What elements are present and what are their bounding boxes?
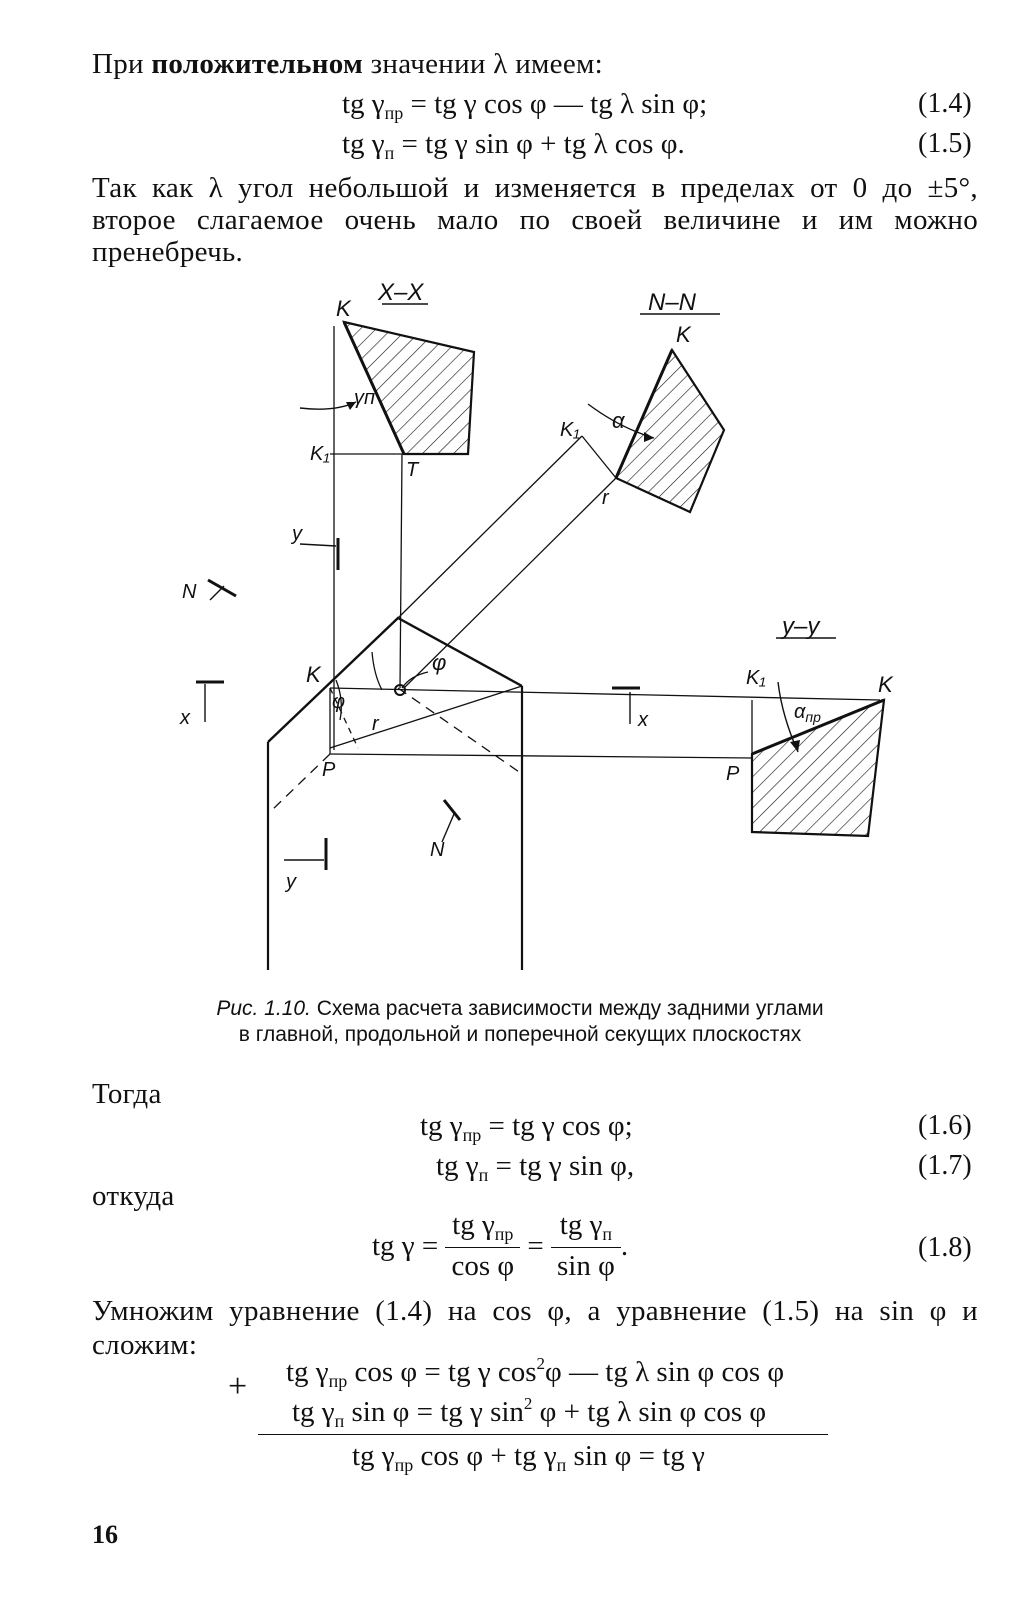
caption-line2: в главной, продольной и поперечной секущ…: [238, 1023, 802, 1046]
sum-l3-c: sin φ = tg γ: [566, 1440, 705, 1472]
label-t: T: [406, 459, 420, 481]
label-y-top: y: [290, 523, 303, 545]
fraction-1: tg γпр cos φ: [445, 1209, 521, 1283]
label-n-bottom: N: [430, 839, 445, 861]
label-xx: X–X: [377, 280, 424, 306]
equation-1-8: tg γ = tg γпр cos φ = tg γп sin φ .: [372, 1206, 628, 1286]
label-k1-nn: K₁: [560, 419, 580, 441]
section-nn: [614, 347, 726, 514]
eq14-sub: пр: [384, 103, 404, 123]
label-p-tool: P: [322, 759, 336, 781]
eq17-sub: п: [478, 1165, 489, 1185]
label-x-mid: x: [637, 709, 649, 731]
label-gamma-n: γп: [354, 387, 375, 409]
sum-l1-sub: пр: [328, 1371, 348, 1391]
sum-line-2: tg γп sin φ = tg γ sin2 φ + tg λ sin φ c…: [292, 1394, 766, 1432]
intro-bold: положительном: [151, 48, 364, 80]
plus-sign: +: [228, 1368, 248, 1405]
sum-l2-c: φ + tg λ sin φ cos φ: [532, 1396, 767, 1428]
equation-number-1-8: (1.8): [918, 1232, 972, 1263]
equation-1-6: tg γпр = tg γ cos φ;: [420, 1110, 633, 1146]
sum-l2-b: sin φ = tg γ sin: [344, 1396, 524, 1428]
label-r-nn: r: [602, 487, 610, 509]
label-k-xx: K: [336, 296, 352, 321]
page-number: 16: [92, 1520, 118, 1549]
eq16-b: = tg γ cos φ;: [481, 1110, 633, 1142]
label-k-yy: K: [878, 672, 894, 697]
eq18-f1-den: cos φ: [451, 1250, 515, 1282]
eq14-b: = tg γ cos φ — tg λ sin φ;: [403, 88, 708, 120]
sum-l3-b: cos φ + tg γ: [413, 1440, 557, 1472]
sum-rule: [258, 1434, 828, 1435]
label-x-left: x: [179, 707, 191, 729]
eq14-a: tg γ: [342, 88, 385, 120]
eq18-f2-num: tg γ: [559, 1209, 603, 1241]
label-k1-xx: K₁: [310, 443, 330, 465]
sum-l3-sub2: п: [556, 1455, 567, 1475]
paragraph-1: Так как λ угол небольшой и изменяется в …: [92, 172, 978, 268]
label-phi-small: φ: [332, 691, 345, 713]
sum-l2-a: tg γ: [292, 1396, 335, 1428]
label-nn: N–N: [648, 289, 697, 316]
label-n-top: N: [182, 581, 197, 603]
eq18-eq: =: [527, 1229, 544, 1262]
label-alpha-pr: αпр: [794, 701, 821, 725]
eq15-sub: п: [384, 143, 395, 163]
equation-1-5: tg γп = tg γ sin φ + tg λ cos φ.: [342, 128, 685, 164]
label-k-tool: K: [306, 662, 322, 687]
sum-l1-b: cos φ = tg γ cos: [347, 1356, 537, 1388]
label-k-nn: K: [676, 322, 692, 347]
intro-line: При положительном значении λ имеем:: [92, 48, 603, 80]
fraction-2: tg γп sin φ: [551, 1209, 621, 1283]
label-y-bottom: y: [284, 871, 297, 893]
sum-l1-a: tg γ: [286, 1356, 329, 1388]
sum-l2-sub: п: [334, 1411, 345, 1431]
label-phi: φ: [432, 650, 446, 675]
equation-1-4: tg γпр = tg γ cos φ — tg λ sin φ;: [342, 88, 707, 124]
equation-number-1-6: (1.6): [918, 1110, 972, 1141]
sum-l1-c: φ — tg λ sin φ cos φ: [545, 1356, 785, 1388]
eq18-f2-num-sub: п: [602, 1224, 613, 1244]
label-alpha: α: [612, 408, 626, 433]
text-whence: откуда: [92, 1180, 175, 1212]
equation-1-7: tg γп = tg γ sin φ,: [436, 1150, 634, 1186]
eq18-lhs: tg γ =: [372, 1229, 439, 1262]
eq15-a: tg γ: [342, 128, 385, 160]
eq18-f1-num-sub: пр: [494, 1224, 514, 1244]
sum-l3-sub: пр: [394, 1455, 414, 1475]
caption-line1: Схема расчета зависимости между задними …: [310, 997, 824, 1020]
equation-number-1-5: (1.5): [918, 128, 972, 159]
label-yy: y–y: [780, 613, 821, 640]
sum-l2-sup: 2: [523, 1394, 533, 1413]
eq18-f2-den: sin φ: [557, 1250, 615, 1282]
intro-rest: значении λ имеем:: [363, 48, 604, 80]
figure-caption: Рис. 1.10. Схема расчета зависимости меж…: [150, 996, 890, 1048]
eq18-f1-num: tg γ: [452, 1209, 495, 1241]
sum-l1-sup: 2: [536, 1354, 546, 1373]
equation-number-1-4: (1.4): [918, 88, 972, 119]
eq16-a: tg γ: [420, 1110, 463, 1142]
label-k1-yy: K₁: [746, 667, 766, 689]
sum-line-3: tg γпр cos φ + tg γп sin φ = tg γ: [352, 1440, 705, 1476]
equation-number-1-7: (1.7): [918, 1150, 972, 1181]
paragraph-2: Умножим уравнение (1.4) на cos φ, а урав…: [92, 1295, 978, 1361]
sum-line-1: tg γпр cos φ = tg γ cos2φ — tg λ sin φ c…: [286, 1354, 784, 1392]
intro-lead: При: [92, 48, 152, 80]
label-r-tool: r: [372, 713, 380, 735]
eq18-end: .: [620, 1229, 629, 1262]
eq17-b: = tg γ sin φ,: [488, 1150, 635, 1182]
sum-l3-a: tg γ: [352, 1440, 395, 1472]
label-p-yy: P: [726, 763, 740, 785]
eq15-b: = tg γ sin φ + tg λ cos φ.: [394, 128, 685, 160]
text-then: Тогда: [92, 1078, 162, 1110]
caption-prefix: Рис. 1.10.: [216, 997, 311, 1020]
figure-1-10: X–X N–N y–y K K K K K₁ K₁ K₁ T γп α r r …: [179, 280, 894, 970]
eq17-a: tg γ: [436, 1150, 479, 1182]
eq16-sub: пр: [462, 1125, 482, 1145]
